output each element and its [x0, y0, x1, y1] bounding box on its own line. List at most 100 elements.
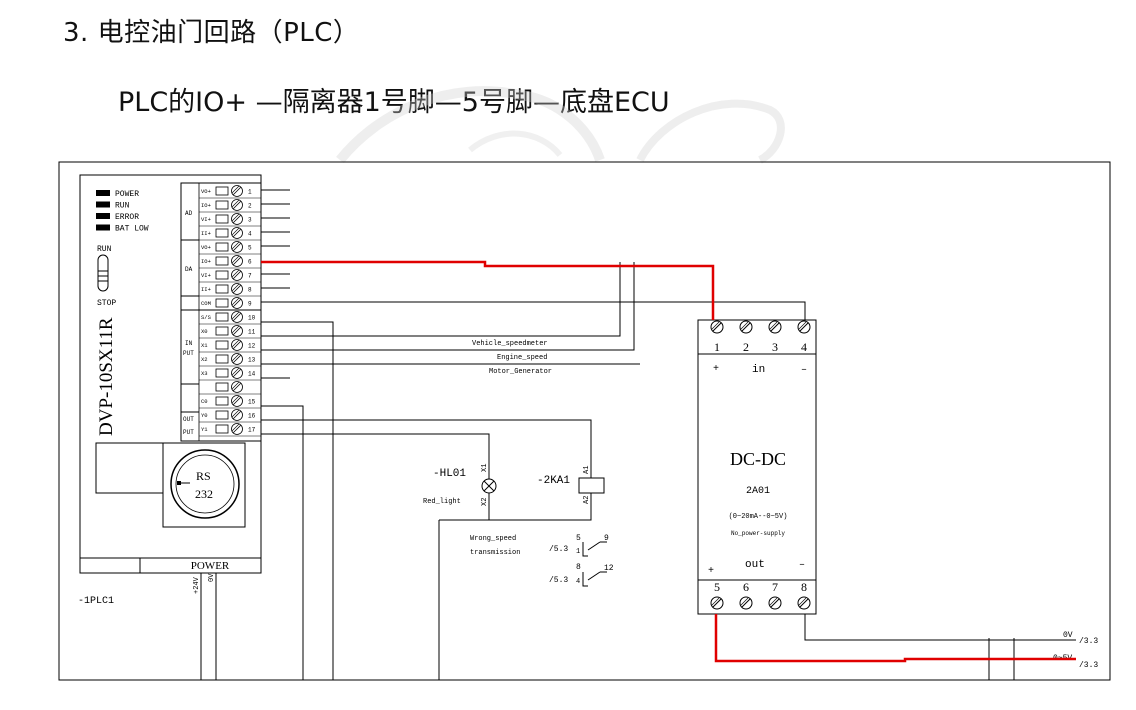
relay-contact-2: /5.3 8 12 4: [549, 563, 614, 587]
signal-wrong-speed: Wrong_speed: [470, 535, 516, 543]
wire-com: [261, 301, 806, 320]
terminal-number: 1: [248, 189, 252, 196]
highlight-path-output: [714, 614, 1076, 663]
dcdc-out-plus: +: [708, 566, 714, 577]
rs232-label-2: 232: [195, 487, 213, 501]
terminal-label: IO+: [201, 258, 211, 265]
terminal-slot: [215, 368, 229, 378]
terminal-slot: [215, 284, 229, 294]
contact-2-left: 8: [576, 563, 581, 572]
dcdc-in-plus: +: [713, 364, 719, 375]
terminal-number: 14: [248, 371, 256, 378]
terminal-slot: [215, 298, 229, 308]
rs232-label-1: RS: [196, 469, 211, 483]
wires-ad: [261, 189, 290, 289]
indicator-label: RUN: [115, 202, 130, 211]
terminal-number: 9: [248, 301, 252, 308]
dcdc-terminal-number: 6: [743, 580, 749, 594]
terminal-label: II+: [201, 286, 211, 293]
dcdc-in-label: in: [752, 364, 765, 376]
terminal-number: 10: [248, 315, 256, 322]
indicator-label: BAT LOW: [115, 225, 149, 234]
relay-coil-icon: [578, 477, 605, 494]
output-0v-label: 0V: [1063, 631, 1073, 640]
dcdc-terminal-number: 7: [772, 580, 778, 594]
indicator-label: POWER: [115, 190, 139, 199]
terminal-label: VI+: [201, 216, 211, 223]
terminal-label: X3: [201, 370, 208, 377]
plc-power-label: POWER: [191, 560, 230, 572]
group-da: DA: [185, 266, 193, 273]
relay-designator: -2KA1: [537, 475, 570, 487]
terminal-label: X1: [201, 342, 208, 349]
dcdc-terminal-number: 4: [801, 340, 807, 354]
dcdc-terminal-number: 3: [772, 340, 778, 354]
dcdc-in-minus: –: [801, 365, 807, 376]
signal-vehicle-speedmeter: Vehicle_speedmeter: [472, 340, 548, 348]
lamp-name: Red_light: [423, 498, 461, 506]
terminal-number: 16: [248, 413, 256, 420]
slide-title: 3. 电控油门回路（PLC）: [63, 18, 360, 48]
terminal-number: 3: [248, 217, 252, 224]
terminal-label: COM: [201, 300, 211, 307]
relay-ka1: -2KA1 A1 A2: [537, 466, 605, 504]
terminal-label: Y0: [201, 412, 208, 419]
terminal-slot: [215, 326, 229, 336]
signal-motor-generator: Motor_Generator: [489, 368, 552, 376]
wires-dcdc-out: [804, 614, 1076, 680]
terminal-label: VO+: [201, 244, 211, 251]
wires-inputs: [261, 262, 640, 680]
terminal-slot: [215, 214, 229, 224]
terminal-slot: [215, 200, 229, 210]
terminal-label: X2: [201, 356, 208, 363]
terminal-label: C0: [201, 398, 208, 405]
terminal-label: VI+: [201, 272, 211, 279]
drawing-frame: [58, 161, 1111, 681]
rs232-connector-icon: [170, 449, 240, 519]
terminal-slot: [215, 270, 229, 280]
output-05v-ref: /3.3: [1079, 661, 1098, 670]
terminal-number: 7: [248, 273, 252, 280]
lamp-pin-x2: X2: [481, 498, 489, 506]
indicator-led-icon: [96, 190, 110, 196]
dcdc-terminal-number: 1: [714, 340, 720, 354]
wires-outputs: [261, 405, 592, 680]
terminal-label: IO+: [201, 202, 211, 209]
terminal-number: 12: [248, 343, 256, 350]
terminal-number: 2: [248, 203, 252, 210]
supply-24v: +24V: [193, 576, 201, 594]
contact-2-base: 4: [576, 578, 580, 586]
relay-contact-1: /5.3 5 9 1: [549, 534, 609, 557]
dcdc-model: 2A01: [746, 486, 770, 497]
slide-subtitle: PLC的IO+ —隔离器1号脚—5号脚—底盘ECU: [118, 87, 670, 118]
terminal-number: 4: [248, 231, 252, 238]
supply-0v: 0V: [208, 573, 216, 582]
signal-engine-speed: Engine_speed: [497, 354, 547, 362]
contact-1-ref: /5.3: [549, 545, 568, 554]
contact-1-right: 9: [604, 534, 609, 543]
indicator-led-icon: [96, 201, 110, 208]
relay-pin-a2: A2: [583, 496, 591, 504]
terminal-number: 5: [248, 245, 252, 252]
lamp-hl01: -HL01 Red_light X1 X2: [423, 452, 497, 506]
lamp-designator: -HL01: [433, 468, 466, 480]
terminal-slot: [215, 340, 229, 350]
terminal-slot: [215, 396, 229, 406]
terminal-slot: [215, 186, 229, 196]
plc-designator: -1PLC1: [78, 596, 114, 607]
group-in-1: IN: [185, 340, 193, 347]
dcdc-supply: No_power-supply: [731, 530, 785, 537]
terminal-slot: [215, 312, 229, 322]
terminal-label: II+: [201, 230, 211, 237]
dcdc-terminal-number: 5: [714, 580, 720, 594]
group-ad: AD: [185, 210, 193, 217]
run-switch-label: RUN: [97, 245, 112, 254]
dcdc-title: DC-DC: [730, 449, 786, 469]
terminal-number: 8: [248, 287, 252, 294]
signal-transmission: transmission: [470, 549, 520, 557]
terminal-number: 11: [248, 329, 256, 336]
